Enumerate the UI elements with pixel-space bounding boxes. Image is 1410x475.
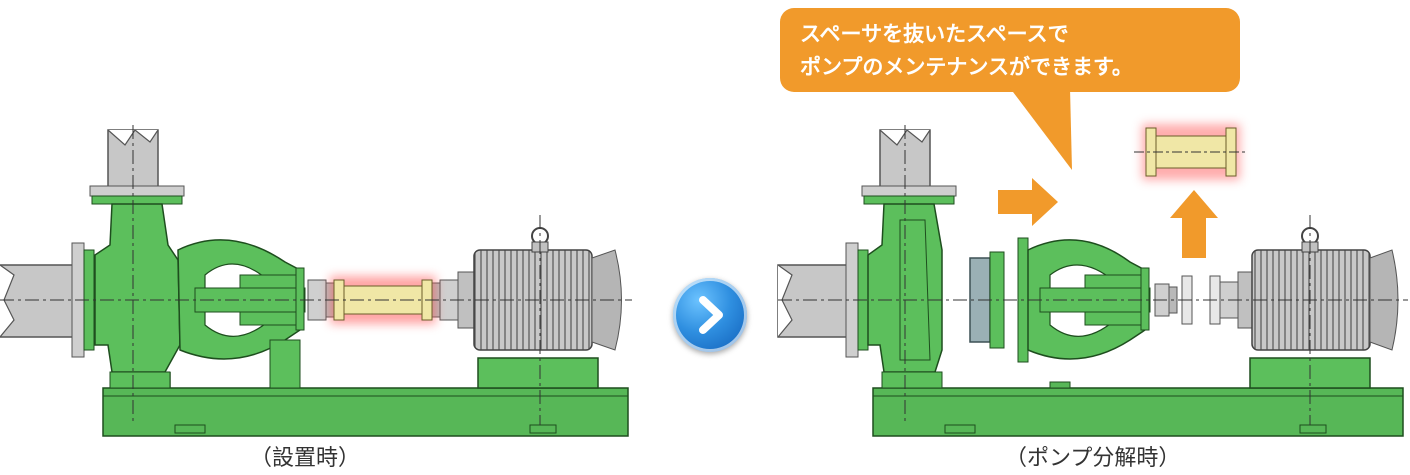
caption-installed: （設置時） <box>250 446 361 471</box>
installed-pump-assembly <box>0 125 632 437</box>
caption-disassembled: （ポンプ分解時） <box>1005 446 1181 471</box>
disassembled-pump-assembly <box>777 124 1408 437</box>
arrow-right-icon <box>998 178 1058 226</box>
callout-text: スペーサを抜いたスペースで ポンプのメンテナンスができます。 <box>800 18 1240 84</box>
callout-line-1: スペーサを抜いたスペースで <box>800 22 1069 46</box>
next-button[interactable] <box>673 278 747 352</box>
pump-casing <box>94 203 181 373</box>
baseplate <box>102 387 629 437</box>
callout-bubble <box>780 8 1240 170</box>
baseplate <box>872 387 1404 437</box>
callout-line-2: ポンプのメンテナンスができます。 <box>800 55 1133 79</box>
arrow-up-icon <box>1170 190 1218 258</box>
chevron-right-icon <box>699 296 723 334</box>
motor <box>1237 227 1399 389</box>
